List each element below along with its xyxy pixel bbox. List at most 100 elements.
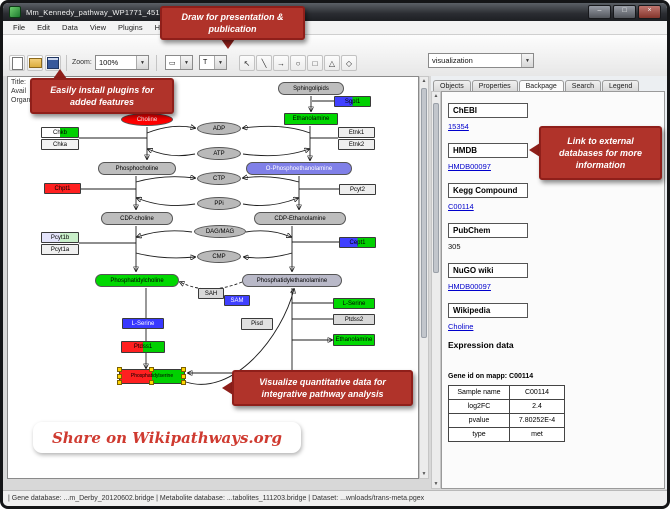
pathway-node-ope[interactable]: O-Phosphoethanolamine bbox=[246, 162, 352, 175]
pathway-node-pcyt1b[interactable]: Pcyt1b bbox=[41, 232, 79, 243]
selection-handle[interactable] bbox=[181, 380, 186, 385]
pathway-node-ethanolamine_top[interactable]: Ethanolamine bbox=[284, 113, 338, 125]
pathway-node-lserine_l[interactable]: L-Serine bbox=[122, 318, 164, 329]
callout-pointer-icon bbox=[221, 39, 235, 49]
node-label: CMP bbox=[212, 253, 226, 260]
scroll-down-icon[interactable] bbox=[420, 470, 428, 478]
pathway-node-sgpl1[interactable]: Sgpl1 bbox=[334, 96, 371, 107]
diamond-tool-button[interactable]: ◇ bbox=[341, 55, 357, 71]
window-title: Mm_Kennedy_pathway_WP1771_45176.gpml bbox=[26, 7, 188, 17]
menu-data[interactable]: Data bbox=[62, 23, 78, 32]
tab-properties[interactable]: Properties bbox=[471, 80, 518, 91]
pathway-node-ctp[interactable]: CTP bbox=[197, 172, 241, 185]
pathway-node-pe[interactable]: Phosphatidylethanolamine bbox=[242, 274, 342, 287]
scrollbar-thumb[interactable] bbox=[433, 103, 439, 273]
node-label: Choline bbox=[136, 116, 158, 123]
pathway-node-lserine_r[interactable]: L-Serine bbox=[333, 298, 375, 309]
maximize-button[interactable]: □ bbox=[613, 5, 636, 19]
pathway-node-chka[interactable]: Chka bbox=[41, 139, 79, 150]
selection-handle[interactable] bbox=[181, 373, 186, 379]
menu-plugins[interactable]: Plugins bbox=[118, 23, 143, 32]
title-bar[interactable]: Mm_Kennedy_pathway_WP1771_45176.gpml – □… bbox=[3, 3, 667, 21]
node-label: Etnk2 bbox=[348, 141, 365, 148]
pathway-node-etnk1[interactable]: Etnk1 bbox=[338, 127, 375, 138]
backpage-external-link[interactable]: HMDB00097 bbox=[448, 282, 491, 291]
pathway-node-cdpcholine[interactable]: CDP-choline bbox=[101, 212, 173, 225]
datanode-shape-combobox[interactable]: ▭▼ bbox=[165, 55, 193, 70]
selection-handle[interactable] bbox=[149, 367, 154, 372]
line-tool-button[interactable]: ╲ bbox=[256, 55, 272, 71]
pathway-node-pcyt1a[interactable]: Pcyt1a bbox=[41, 244, 79, 255]
table-cell: Sample name bbox=[448, 385, 510, 400]
pathway-node-sphingolipids[interactable]: Sphingolipids bbox=[278, 82, 344, 95]
pathway-node-pisd[interactable]: Pisd bbox=[241, 318, 273, 330]
pathway-node-dag[interactable]: DAG/MAG bbox=[194, 225, 246, 238]
backpage-external-link[interactable]: HMDB00097 bbox=[448, 162, 491, 171]
menu-view[interactable]: View bbox=[89, 23, 106, 32]
arrow-tool-button[interactable]: → bbox=[273, 55, 289, 71]
pathway-node-chkb[interactable]: Chkb bbox=[41, 127, 79, 138]
new-file-button[interactable] bbox=[9, 55, 25, 71]
triangle-tool-button[interactable]: △ bbox=[324, 55, 340, 71]
selection-tool-button[interactable]: ↖ bbox=[239, 55, 255, 71]
pathway-node-chpt1[interactable]: Chpt1 bbox=[44, 183, 81, 194]
minimize-button[interactable]: – bbox=[588, 5, 611, 19]
pathway-node-ps[interactable]: Phosphatidylserine bbox=[117, 367, 186, 385]
tab-backpage[interactable]: Backpage bbox=[518, 80, 564, 92]
close-button[interactable]: × bbox=[638, 5, 661, 19]
scroll-up-icon[interactable] bbox=[420, 77, 428, 85]
open-file-button[interactable] bbox=[27, 55, 43, 71]
pathway-node-cmp[interactable]: CMP bbox=[197, 250, 241, 263]
backpage-external-link[interactable]: C00114 bbox=[448, 202, 474, 211]
backpage-external-link[interactable]: Choline bbox=[448, 322, 474, 331]
menu-edit[interactable]: Edit bbox=[37, 23, 51, 32]
pathway-node-adp[interactable]: ADP bbox=[197, 122, 241, 135]
menu-file[interactable]: File bbox=[13, 23, 26, 32]
table-cell: C00114 bbox=[509, 385, 565, 400]
callout-link: Link to external databases for more info… bbox=[539, 126, 662, 180]
chevron-down-icon[interactable]: ▼ bbox=[136, 56, 148, 69]
tab-objects[interactable]: Objects bbox=[433, 80, 471, 91]
pathway-node-ppi[interactable]: PPi bbox=[197, 197, 241, 210]
zoom-combobox[interactable]: 100% ▼ bbox=[95, 55, 149, 70]
pathway-node-phosphocholine[interactable]: Phosphocholine bbox=[98, 162, 176, 175]
pathway-node-cept1[interactable]: Cept1 bbox=[339, 237, 376, 248]
scrollbar-thumb[interactable] bbox=[421, 88, 427, 338]
pathway-node-sah[interactable]: SAH bbox=[198, 288, 224, 299]
menu-bar: FileEditDataViewPluginsHelp bbox=[3, 21, 667, 35]
pathway-node-pcyt2[interactable]: Pcyt2 bbox=[339, 184, 376, 195]
node-label: Chkb bbox=[52, 129, 67, 136]
tab-legend[interactable]: Legend bbox=[601, 80, 640, 91]
tab-search[interactable]: Search bbox=[564, 80, 601, 91]
panel-scrollbar[interactable] bbox=[431, 91, 441, 489]
chevron-down-icon[interactable]: ▼ bbox=[180, 56, 192, 69]
canvas-vertical-scrollbar[interactable] bbox=[419, 76, 429, 479]
pathway-node-choline[interactable]: Choline bbox=[121, 113, 173, 126]
pathway-node-etnk2[interactable]: Etnk2 bbox=[338, 139, 375, 150]
pathway-node-atp[interactable]: ATP bbox=[197, 147, 241, 160]
oval-tool-button[interactable]: ○ bbox=[290, 55, 306, 71]
chevron-down-icon[interactable]: ▼ bbox=[521, 54, 533, 67]
pathway-node-ethanolamine_r[interactable]: Ethanolamine bbox=[333, 334, 375, 346]
pathway-node-ptdss2[interactable]: Ptdss2 bbox=[333, 314, 375, 325]
scroll-up-icon[interactable] bbox=[432, 92, 440, 100]
visualization-combobox[interactable]: visualization ▼ bbox=[428, 53, 534, 68]
pathway-node-pc[interactable]: Phosphatidylcholine bbox=[95, 274, 179, 287]
rectangle-tool-button[interactable]: □ bbox=[307, 55, 323, 71]
pathway-node-ptdss1[interactable]: Ptdss1 bbox=[121, 341, 165, 353]
selection-handle[interactable] bbox=[117, 380, 122, 385]
chevron-down-icon[interactable]: ▼ bbox=[214, 56, 226, 69]
backpage-external-link[interactable]: 15354 bbox=[448, 122, 469, 131]
label-combobox[interactable]: T▼ bbox=[199, 55, 227, 70]
pathway-node-cdpeth[interactable]: CDP-Ethanolamine bbox=[254, 212, 346, 225]
pathway-node-sam[interactable]: SAM bbox=[224, 295, 250, 306]
scroll-down-icon[interactable] bbox=[432, 480, 440, 488]
selection-handle[interactable] bbox=[149, 380, 154, 385]
selection-handle[interactable] bbox=[181, 367, 186, 372]
pathway-title-label: Title: bbox=[11, 79, 26, 86]
selection-handle[interactable] bbox=[117, 373, 122, 379]
selection-handle[interactable] bbox=[117, 367, 122, 372]
